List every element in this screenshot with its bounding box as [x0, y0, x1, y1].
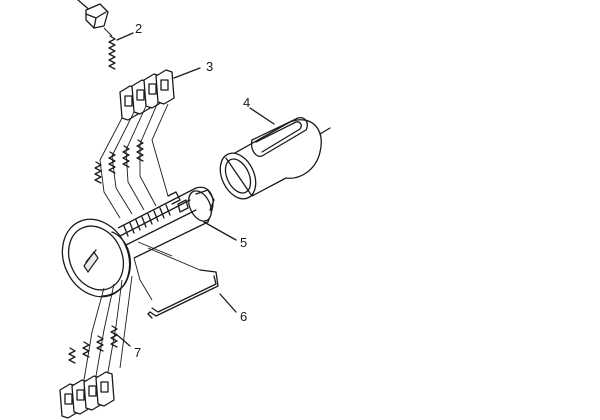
leader-line-6 — [219, 293, 237, 313]
part-1-cap — [85, 3, 109, 29]
callout-3: 3 — [206, 59, 214, 74]
cylinder-face-plate — [61, 218, 132, 298]
part-4-housing-sleeve — [219, 116, 331, 200]
callout-6: 6 — [240, 309, 248, 324]
callout-2: 2 — [135, 21, 143, 36]
upper-wafer-guide-lines — [94, 101, 169, 219]
leader-line-7 — [115, 333, 131, 347]
leader-line-5 — [203, 221, 237, 241]
leader-line-4 — [249, 107, 275, 125]
part-5-cylinder-core — [117, 186, 215, 259]
part-7-wafer-stack-lower — [59, 275, 133, 419]
part-6-retaining-wire — [133, 241, 219, 319]
part-2-spring — [103, 27, 116, 70]
callout-5: 5 — [240, 235, 248, 250]
callout-7: 7 — [134, 345, 142, 360]
leader-line-3 — [173, 67, 201, 79]
leader-line-2 — [116, 32, 134, 41]
callout-4: 4 — [243, 95, 251, 110]
part-3-wafer-stack-upper — [119, 69, 175, 121]
